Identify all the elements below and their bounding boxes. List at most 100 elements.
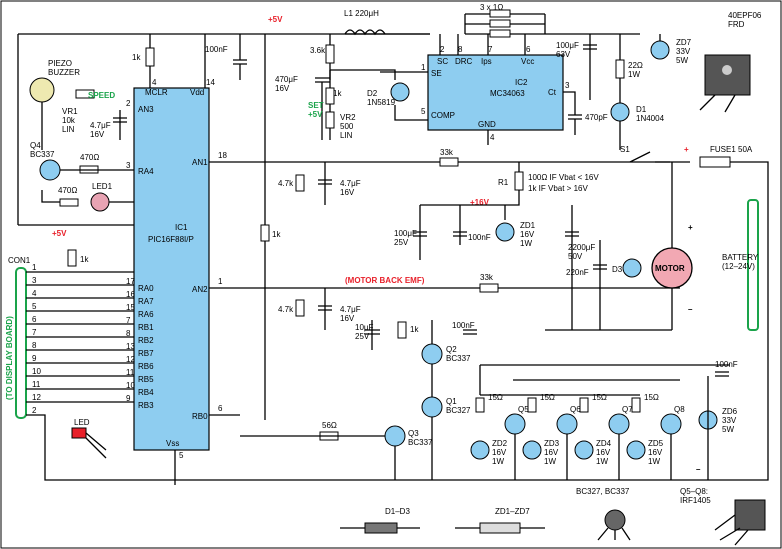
ic1-pin-ra6: RA6 — [138, 310, 154, 319]
ic1-pin-number-ra0: 17 — [126, 277, 135, 286]
ic2-pin-gnd: GND — [478, 120, 496, 129]
c470p-label: 470pF — [585, 113, 608, 122]
ic1-pin-ra7: RA7 — [138, 297, 154, 306]
c100nb-label: 100nF — [468, 233, 491, 242]
con1-pin-1: 1 — [32, 263, 37, 272]
con1-pin-6: 6 — [32, 315, 37, 324]
rail-label-5v: +5V — [268, 15, 283, 24]
r15-d-label: 15Ω — [644, 393, 659, 402]
ic2-pin-comp: COMP — [431, 111, 455, 120]
motor: MOTOR + – — [545, 162, 693, 331]
r15-c-label: 15Ω — [592, 393, 607, 402]
set5v-label: SET+5V — [308, 101, 324, 119]
ic2-pin-number-ct: 3 — [565, 81, 570, 90]
ic2-mc34063: IC2 MC34063 SC DRC Ips Vcc SE COMP GND C… — [427, 34, 576, 145]
r15-a-label: 15Ω — [488, 393, 503, 402]
ic1-pin-ra0: RA0 — [138, 284, 154, 293]
c100nd-label: 100nF — [715, 360, 738, 369]
r33kb-label: 33k — [480, 273, 494, 282]
con1-5v-label: +5V — [52, 229, 67, 238]
con1-connector: CON1 (TO DISPLAY BOARD) 1k +5V — [5, 229, 175, 481]
r3k6-label: 3.6k — [310, 46, 326, 55]
r470a-label: 470Ω — [80, 153, 99, 162]
q7-label: Q7 — [622, 405, 633, 414]
ic1-pin-rb1: RB1 — [138, 323, 154, 332]
d3-label: D3 — [612, 265, 623, 274]
ic1-pin-an3: AN3 — [138, 105, 154, 114]
led1-label: LED1 — [92, 182, 113, 191]
ic2-pin-number-gnd: 4 — [490, 133, 495, 142]
legend-d-label: D1–D3 — [385, 507, 410, 516]
ic1-pin-an1: AN1 — [192, 158, 208, 167]
inductor-l1: L1 220μH — [344, 9, 386, 36]
battery-minus: – — [696, 465, 701, 474]
ic1-name: IC1 — [175, 223, 188, 232]
r1-note1: 100Ω IF Vbat < 16V — [528, 173, 599, 182]
ic1-pin-number-rb6: 12 — [126, 355, 135, 364]
q5-label: Q5 — [518, 405, 529, 414]
r1-label: R1 — [498, 178, 509, 187]
fuse-label: FUSE1 50A — [710, 145, 753, 154]
ic1-pin-number-ra4: 3 — [126, 161, 131, 170]
c220n-label: 220nF — [566, 268, 589, 277]
ic1-pin-number-vss: 5 — [179, 451, 184, 460]
ic1-pin-number-rb0: 6 — [218, 404, 223, 413]
ic1-pin-rb0: RB0 — [192, 412, 208, 421]
con1-pin-11: 11 — [32, 380, 41, 389]
battery-label: BATTERY(12–24V) — [722, 253, 759, 271]
ic1-pin-number-rb7: 13 — [126, 342, 135, 351]
ic1-pin-vdd: Vdd — [190, 88, 204, 97]
q6-label: Q6 — [570, 405, 581, 414]
ic2-part: MC34063 — [490, 89, 525, 98]
r1-note2: 1k IF Vbat > 16V — [528, 184, 588, 193]
ic2-pin-ct: Ct — [548, 88, 557, 97]
q8-label: Q8 — [674, 405, 685, 414]
plus16-label: +16V — [470, 198, 490, 207]
ic1-pin-an2: AN2 — [192, 285, 208, 294]
r1k-con-label: 1k — [80, 255, 89, 264]
con1-label: CON1 — [8, 256, 31, 265]
r1k-top-label: 1k — [132, 53, 141, 62]
r33ka-label: 33k — [440, 148, 454, 157]
ic1-pin-number-ra6: 15 — [126, 303, 135, 312]
speed-label: SPEED — [88, 91, 115, 100]
con1-pin-9: 9 — [32, 354, 37, 363]
r1kq-label: 1k — [410, 325, 419, 334]
package-legend: D1–D3 ZD1–ZD7 BC327, BC337 Q5–Q8:IRF1405 — [340, 487, 766, 546]
ic1-pin-number-rb4: 10 — [126, 381, 135, 390]
ic2-pin-number-drc: 8 — [458, 45, 463, 54]
ic1-pin-number-ra7: 16 — [126, 290, 135, 299]
battery-section: S1 + FUSE1 50A BATTERY(12–24V) – — [620, 145, 769, 481]
l1-label: L1 220μH — [344, 9, 379, 18]
ic1-pin-vss: Vss — [166, 439, 179, 448]
ic1-pin-number-rb3: 9 — [126, 394, 131, 403]
ic1-pin-ra4: RA4 — [138, 167, 154, 176]
ic2-pin-sc: SC — [437, 57, 448, 66]
ic1-pin-rb2: RB2 — [138, 336, 154, 345]
motor-plus: + — [688, 223, 693, 232]
ic2-pin-number-vcc: 6 — [526, 45, 531, 54]
ic1-pin-number-an3: 2 — [126, 99, 131, 108]
